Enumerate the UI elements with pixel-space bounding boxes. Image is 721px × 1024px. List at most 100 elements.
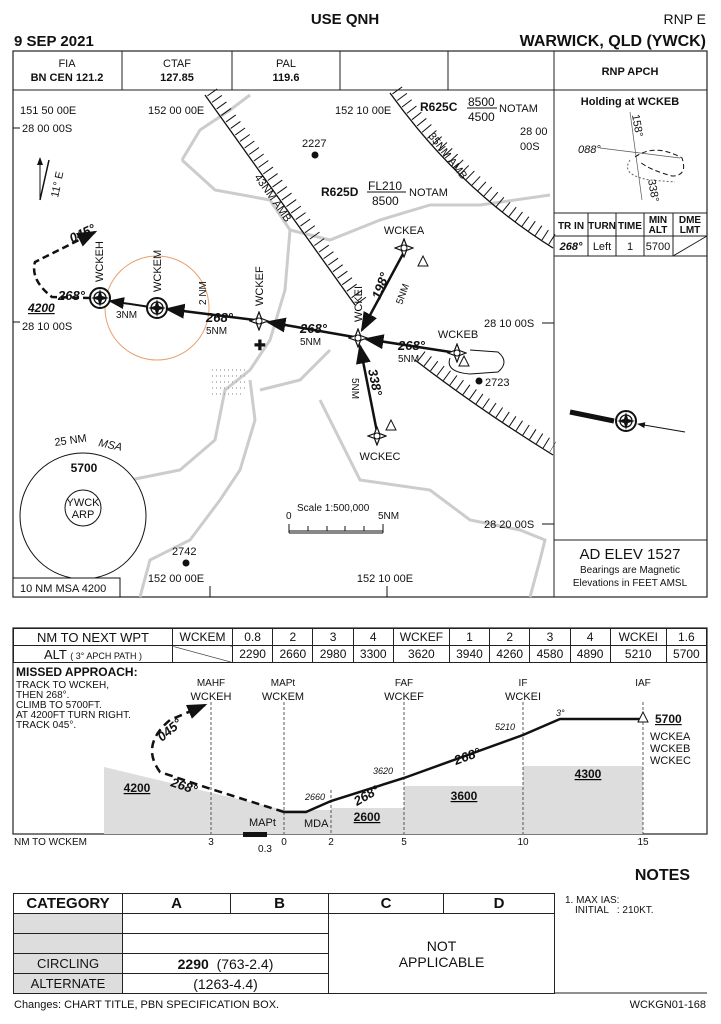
svg-text:28 00: 28 00 xyxy=(520,126,548,138)
svg-text:8500: 8500 xyxy=(372,194,399,208)
svg-text:CLIMB TO 5700FT.: CLIMB TO 5700FT. xyxy=(16,700,102,711)
svg-text:THEN 268°.: THEN 268°. xyxy=(16,690,69,701)
svg-text:2600: 2600 xyxy=(354,810,381,824)
spot-elevation-2227: 2227 xyxy=(302,138,326,159)
svg-text:268°: 268° xyxy=(397,338,426,353)
chart-date: 9 SEP 2021 xyxy=(14,33,94,50)
use-qnh: USE QNH xyxy=(311,11,379,28)
table-cell: 3620 xyxy=(392,645,450,663)
waypoint-wckeh: WCKEH xyxy=(89,241,111,309)
waypoint-wckec: WCKEC xyxy=(360,418,401,463)
distance-altitude-table: NM TO NEXT WPT WCKEM 0.8 2 3 4 WCKEF 1 2… xyxy=(13,628,708,663)
svg-text:0: 0 xyxy=(281,837,287,848)
svg-text:Left: Left xyxy=(593,241,611,253)
svg-text:5NM: 5NM xyxy=(349,378,360,399)
restricted-r625d: R625D FL210 8500 NOTAM xyxy=(321,179,448,208)
profile-altitudes: 3° 5210 3620 2660 xyxy=(304,708,565,802)
pbn-spec: RNP APCH xyxy=(602,66,659,78)
table-cell: 3940 xyxy=(448,645,491,663)
svg-text:ARP: ARP xyxy=(72,509,95,521)
svg-text:045°: 045° xyxy=(154,715,185,744)
svg-text:1: 1 xyxy=(627,241,633,253)
svg-text:TIME: TIME xyxy=(618,221,642,232)
svg-text:2660: 2660 xyxy=(304,792,325,802)
svg-text:11° E: 11° E xyxy=(49,170,66,198)
svg-text:3: 3 xyxy=(208,837,214,848)
ad-elevation: AD ELEV 1527 xyxy=(580,546,681,563)
svg-text:MISSED APPROACH:: MISSED APPROACH: xyxy=(16,665,138,679)
table-cell: 2980 xyxy=(312,645,354,663)
svg-text:NOTAM: NOTAM xyxy=(499,103,538,115)
svg-text:5700: 5700 xyxy=(655,712,682,726)
svg-text:TR IN: TR IN xyxy=(558,221,584,232)
svg-text:WCKEI: WCKEI xyxy=(353,286,365,322)
svg-text:3600: 3600 xyxy=(451,789,478,803)
svg-text:2723: 2723 xyxy=(485,377,509,389)
amb-43nm-boundary xyxy=(204,88,367,306)
svg-text:198°: 198° xyxy=(369,270,393,301)
svg-text:28 20 00S: 28 20 00S xyxy=(484,519,534,531)
holding-table: TR IN TURN TIME MIN ALT DME LMT 268° Lef… xyxy=(554,212,708,257)
table-cell: 5700 xyxy=(665,645,708,663)
svg-text:TRACK 045°.: TRACK 045°. xyxy=(16,720,76,731)
svg-text:3620: 3620 xyxy=(373,766,393,776)
svg-text:MSA: MSA xyxy=(97,437,123,454)
table-cell: 4260 xyxy=(489,645,531,663)
town-area xyxy=(212,369,248,395)
category-b: B xyxy=(230,893,329,914)
table-header-nm: NM TO NEXT WPT xyxy=(13,628,173,646)
svg-text:5NM: 5NM xyxy=(300,337,321,348)
chart-id: WCKGN01-168 xyxy=(630,999,706,1011)
table-cell: 5210 xyxy=(609,645,667,663)
svg-text:LMT: LMT xyxy=(680,225,701,236)
svg-text:PAL: PAL xyxy=(276,58,296,70)
spot-elevation-2723: 2723 xyxy=(475,377,509,389)
svg-text:WCKEB: WCKEB xyxy=(650,743,690,755)
scale-bar: Scale 1:500,000 0 5NM xyxy=(286,503,399,534)
svg-text:338°: 338° xyxy=(645,178,661,203)
ten-nm-ring xyxy=(104,255,210,361)
category-d: D xyxy=(443,893,555,914)
svg-text:152 00 00E: 152 00 00E xyxy=(148,105,204,117)
svg-text:FAF: FAF xyxy=(395,678,413,689)
waypoint-wckei: WCKEI xyxy=(348,286,368,348)
table-cell: WCKEM xyxy=(172,628,233,646)
svg-text:WCKEF: WCKEF xyxy=(384,691,424,703)
svg-text:✚: ✚ xyxy=(254,337,266,353)
svg-text:3NM: 3NM xyxy=(116,310,137,321)
svg-text:R625D: R625D xyxy=(321,185,359,199)
svg-text:8500: 8500 xyxy=(468,95,495,109)
svg-text:25 NM: 25 NM xyxy=(54,433,88,449)
svg-text:MAPt: MAPt xyxy=(271,678,296,689)
svg-text:268°: 268° xyxy=(299,321,328,336)
airport-title: WARWICK, QLD (YWCK) xyxy=(520,33,706,50)
changes-note: Changes: CHART TITLE, PBN SPECIFICATION … xyxy=(14,999,279,1011)
svg-text:28 10 00S: 28 10 00S xyxy=(22,321,72,333)
svg-text:2 NM: 2 NM xyxy=(198,281,209,305)
table-cell: 3 xyxy=(529,628,571,646)
table-cell-empty xyxy=(172,645,233,663)
restricted-r625c: R625C 8500 4500 NOTAM xyxy=(420,95,538,124)
svg-text:2: 2 xyxy=(328,837,334,848)
svg-text:WCKEF: WCKEF xyxy=(254,266,266,306)
grid-labels: 151 50 00E 28 00 00S 152 00 00E 152 10 0… xyxy=(13,105,554,597)
ten-nm-msa-box xyxy=(12,577,121,598)
profile-axis-label: NM TO WCKEM xyxy=(14,837,87,848)
roads xyxy=(99,93,551,598)
svg-text:5NM: 5NM xyxy=(398,354,419,365)
svg-text:158°: 158° xyxy=(629,113,645,138)
svg-text:MIN: MIN xyxy=(649,215,667,226)
svg-text:WCKEA: WCKEA xyxy=(650,731,691,743)
svg-text:2227: 2227 xyxy=(302,138,326,150)
svg-text:4300: 4300 xyxy=(575,767,602,781)
svg-text:5700: 5700 xyxy=(646,241,670,253)
ten-nm-msa: 10 NM MSA 4200 xyxy=(20,583,106,595)
holding-pattern xyxy=(448,349,505,375)
profile-path xyxy=(150,703,643,814)
segment-altitudes: 4200 2600 3600 4300 xyxy=(124,767,602,824)
